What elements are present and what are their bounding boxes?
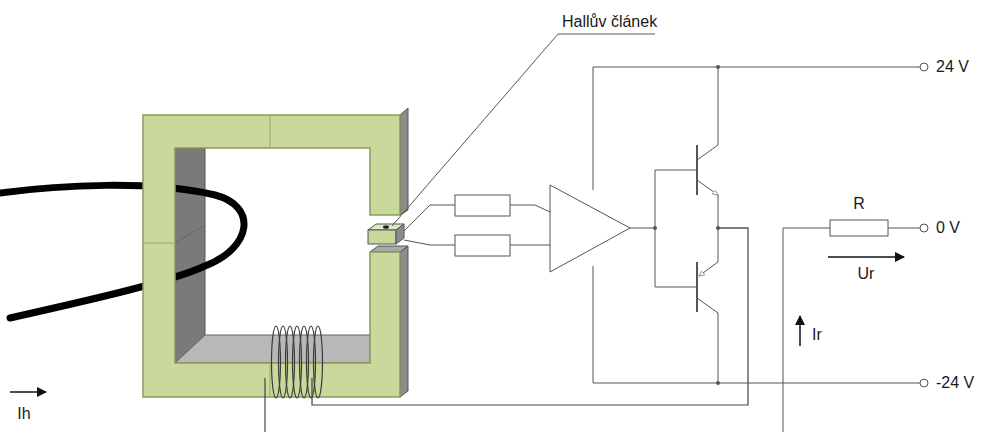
junction-dot [716,65,720,69]
hall-cell [368,224,404,244]
core-joints [270,363,271,397]
transistor-symbol [697,298,718,383]
coil-wire [264,378,265,432]
current-arrow [799,316,801,346]
component-label: R [853,195,865,213]
core-inner-faces [175,148,205,363]
output-wires [888,228,920,229]
terminal [920,224,928,232]
amplifier-symbol [550,185,630,272]
compensation-coil [307,326,316,398]
hall-cell [396,224,404,244]
core-end-faces [400,246,408,397]
core-joints [143,243,175,244]
signal-label: Ih [17,405,30,423]
transistor-symbol [699,262,718,276]
core-joints [143,115,270,397]
junction-dot [716,381,720,385]
output-wires [783,228,830,432]
compensation-coil [293,326,302,398]
junction-dot [716,226,720,230]
supply-wires [718,228,748,229]
hall-wires [404,205,455,231]
hall-wires [404,240,455,245]
terminal-label: 0 V [936,219,960,237]
core-inner-faces [175,225,205,243]
core-end-faces [400,108,408,215]
junction-dot [653,226,657,230]
transistor-symbol [697,67,718,383]
resistor-symbol [830,220,888,236]
leader-line [392,34,655,226]
resistor-symbol [455,235,510,256]
transistor-symbol [718,228,719,262]
signal-label: Ir [812,326,822,344]
compensation-coil [300,326,309,398]
compensation-coil [279,326,288,398]
magnetic-core [143,115,400,397]
output-wires [783,228,920,432]
callout-label: Hallův článek [562,13,657,31]
compensation-coil [272,326,323,398]
supply-wires [655,287,697,288]
terminal [920,63,928,387]
core-end-faces [370,246,408,252]
hall-wires [510,205,550,212]
core-joints [270,115,271,148]
compensation-coil [286,326,295,398]
hall-wires [510,245,550,246]
transistor-symbol [718,195,719,228]
supply-wires [655,170,697,171]
voltage-arrow [828,256,904,258]
compensation-coil [272,326,281,398]
current-arrow [10,391,46,393]
supply-wires [593,67,920,190]
compensation-coil [314,326,323,398]
resistor-symbol [455,195,510,256]
supply-wires [630,228,655,229]
terminal-label: 24 V [936,58,969,76]
primary-cable [0,185,244,318]
supply-wires [593,266,920,383]
signal-label: Ur [858,265,875,283]
transistor-symbol [696,262,698,312]
coil-wire [312,228,748,405]
transistor-symbol [696,145,698,195]
hall-cell [383,225,389,229]
terminal [920,63,928,71]
terminal-label: -24 V [936,374,974,392]
junction-dot [653,65,720,385]
resistor-symbol [455,195,510,216]
transistor-symbol [697,67,718,160]
core-inner-faces [175,148,370,363]
coil-wire [265,228,748,432]
hall-cell [368,230,396,244]
terminal [920,379,928,387]
supply-wires [593,67,920,383]
transistor-symbol [697,180,718,195]
